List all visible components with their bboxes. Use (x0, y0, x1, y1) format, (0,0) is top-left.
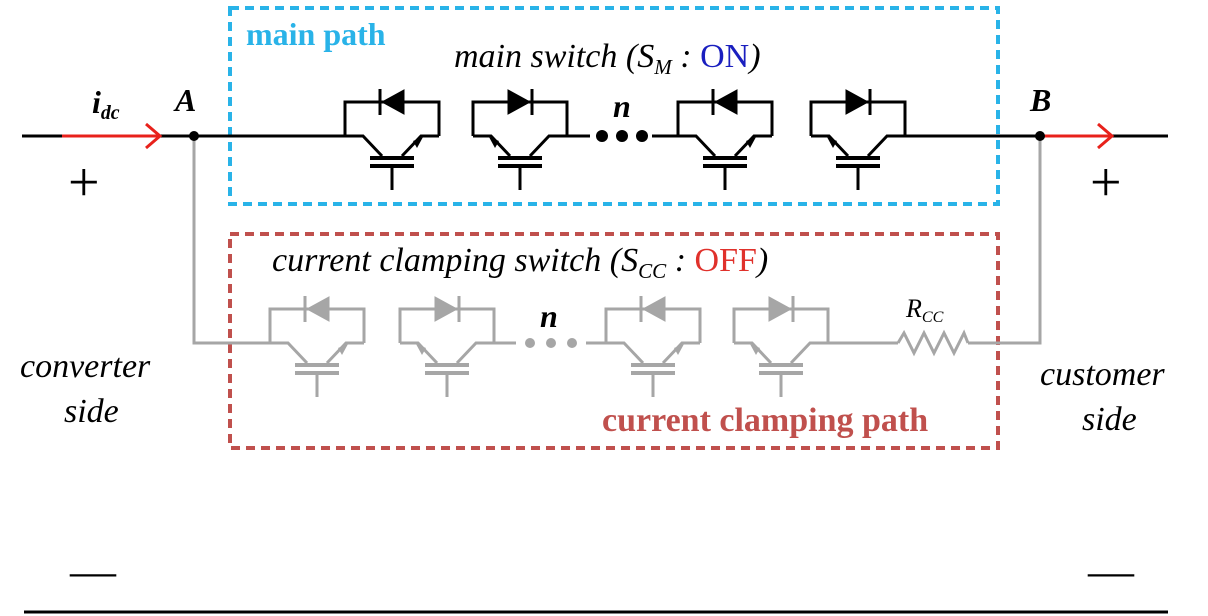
main-diode-1 (378, 89, 405, 115)
current-label: idc (92, 84, 120, 125)
node-b-label: B (1030, 82, 1052, 118)
main-n-label: n (613, 88, 631, 124)
main-switch-state: ON (700, 38, 750, 75)
customer-side-line2: side (1082, 401, 1137, 438)
clamp-igbt-2 (398, 296, 496, 397)
main-igbt-3 (676, 89, 774, 190)
main-igbt-4 (809, 89, 907, 190)
node-a-dot (189, 131, 199, 141)
clamp-diode-4 (768, 296, 795, 322)
main-diode-3 (711, 89, 738, 115)
main-igbt-group (343, 89, 907, 190)
clamp-path-box (228, 232, 1000, 450)
plus-right: + (1090, 152, 1122, 214)
node-a-label: A (175, 82, 197, 118)
clamp-switch-label: current clamping switch (SCC : OFF) (272, 242, 769, 283)
clamp-diode-3 (639, 296, 666, 322)
clamp-ellipsis (525, 338, 577, 348)
clamp-n-label: n (540, 298, 558, 334)
main-igbt-1 (343, 89, 441, 190)
current-subscript: dc (100, 102, 120, 125)
main-switch-label: main switch (SM : ON) (454, 38, 761, 79)
clamp-switch-state: OFF (694, 242, 757, 279)
current-arrows (62, 122, 1115, 150)
resistor-label: RCC (906, 294, 944, 327)
node-b-dot (1035, 131, 1045, 141)
minus-right: — (1088, 545, 1134, 596)
main-path-box (228, 6, 1000, 206)
minus-left: — (70, 545, 116, 596)
converter-side-line2: side (64, 393, 119, 430)
clamp-igbt-3 (604, 296, 702, 397)
clamp-igbt-4 (732, 296, 830, 397)
plus-left: + (68, 152, 100, 214)
clamp-diode-2 (434, 296, 461, 322)
customer-side-line1: customer (1040, 356, 1165, 393)
main-igbt-2 (471, 89, 569, 190)
main-ellipsis (596, 130, 648, 142)
main-diode-2 (507, 89, 534, 115)
clamp-path-title: current clamping path (602, 402, 929, 439)
clamp-diode-1 (303, 296, 330, 322)
clamp-igbt-group (268, 296, 830, 397)
clamp-wires (192, 136, 1042, 357)
clamp-igbt-1 (268, 296, 366, 397)
converter-side-line1: converter (20, 348, 151, 385)
main-path-title: main path (246, 16, 386, 52)
main-diode-4 (845, 89, 872, 115)
